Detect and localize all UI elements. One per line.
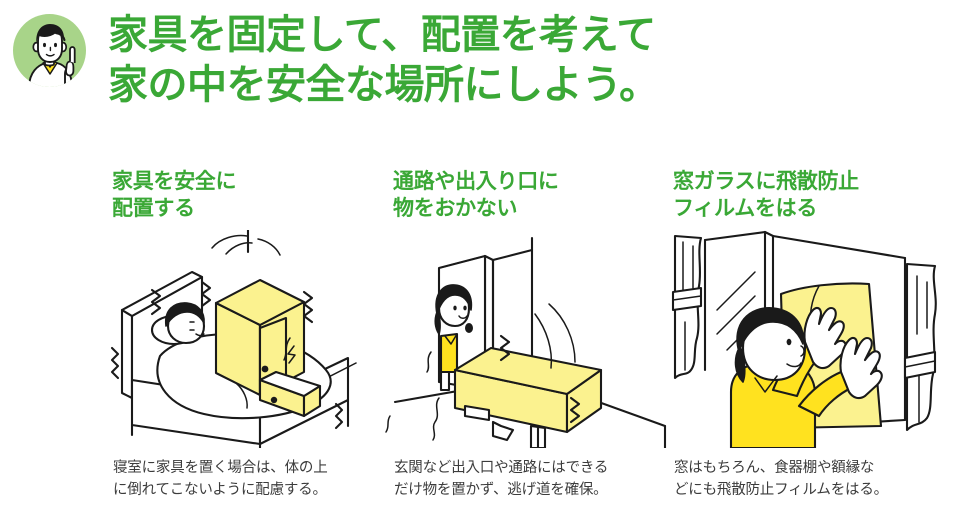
tip-heading-line-2: フィルムをはる (673, 197, 818, 220)
tip-caption: 玄関など出入口や通路にはできる だけ物を置かず、逃げ道を確保。 (394, 457, 676, 501)
page-title: 家具を固定して、配置を考えて 家の中を安全な場所にしよう。 (108, 10, 938, 110)
tip-card-apply-shatterproof-film: 窓ガラスに飛散防止 フィルムをはる (669, 152, 953, 531)
tip-caption-line-1: 寝室に家具を置く場合は、体の上 (113, 460, 328, 476)
bedroom-falling-cabinet-illustration (108, 230, 393, 448)
tip-caption-line-1: 窓はもちろん、食器棚や額縁な (674, 460, 875, 476)
tip-card-secure-furniture-placement: 家具を安全に 配置する (108, 152, 393, 531)
blocked-doorway-illustration (389, 230, 674, 448)
tip-heading: 通路や出入り口に 物をおかない (393, 168, 559, 222)
tip-heading: 家具を安全に 配置する (112, 168, 237, 222)
headline-line-1: 家具を固定して、配置を考えて (108, 13, 656, 57)
tip-heading-line-2: 配置する (112, 197, 195, 220)
tips-columns: 家具を安全に 配置する (0, 152, 953, 531)
tip-caption: 寝室に家具を置く場合は、体の上 に倒れてこないように配慮する。 (113, 457, 395, 501)
bedroom-scene-graphic (110, 230, 391, 448)
tip-heading: 窓ガラスに飛散防止 フィルムをはる (673, 168, 859, 222)
avatar (13, 14, 86, 87)
tip-caption-line-1: 玄関など出入口や通路にはできる (394, 460, 609, 476)
tip-heading-line-1: 家具を安全に (112, 170, 237, 193)
headline-line-2: 家の中を安全な場所にしよう。 (108, 63, 659, 107)
window-scene-graphic (671, 230, 937, 448)
tip-heading-line-1: 窓ガラスに飛散防止 (673, 170, 859, 193)
tip-caption: 窓はもちろん、食器棚や額縁な どにも飛散防止フィルムをはる。 (674, 457, 953, 501)
window-film-application-illustration (669, 230, 953, 448)
poster-header: 家具を固定して、配置を考えて 家の中を安全な場所にしよう。 (0, 0, 953, 150)
doorway-scene-graphic (393, 236, 667, 448)
tip-heading-line-1: 通路や出入り口に (393, 170, 559, 193)
tip-caption-line-2: だけ物を置かず、逃げ道を確保。 (394, 482, 608, 498)
tip-card-keep-exits-clear: 通路や出入り口に 物をおかない (389, 152, 674, 531)
tip-heading-line-2: 物をおかない (393, 197, 518, 220)
tip-caption-line-2: に倒れてこないように配慮する。 (113, 482, 327, 498)
pointing-boy-avatar-icon (13, 14, 86, 87)
tip-caption-line-2: どにも飛散防止フィルムをはる。 (674, 482, 888, 498)
